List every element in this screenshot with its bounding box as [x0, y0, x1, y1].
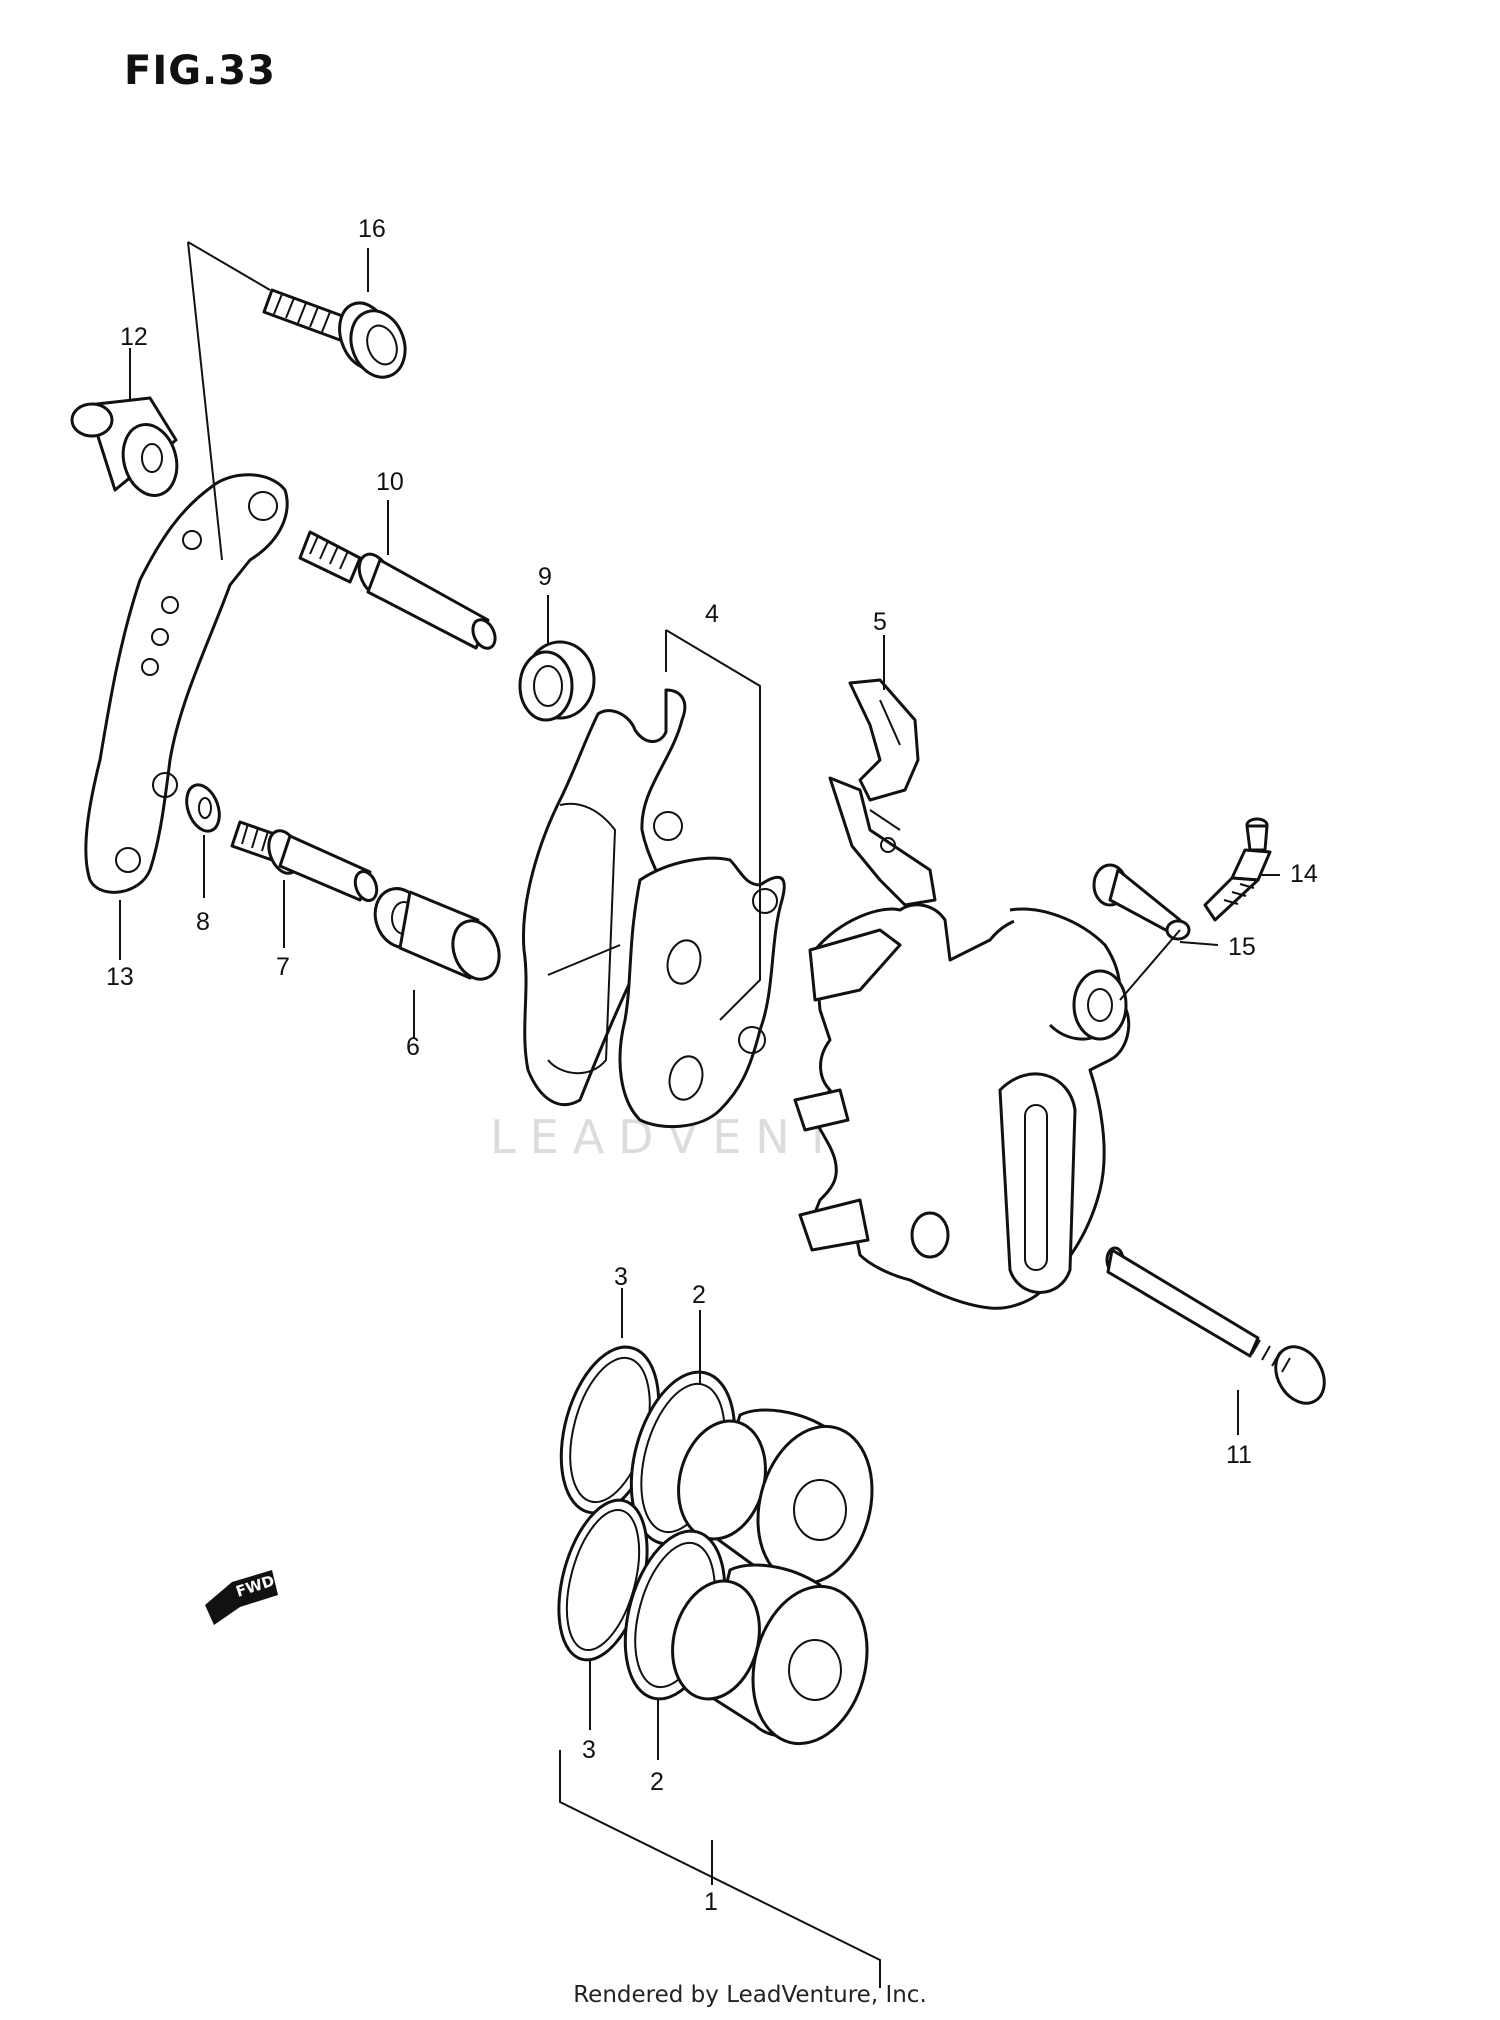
- footer-credit: Rendered by LeadVenture, Inc.: [573, 1982, 927, 2008]
- callout-3-lower: 3: [582, 1736, 596, 1764]
- part-10-slide-pin: [298, 530, 497, 650]
- part-8-washer: [185, 783, 221, 833]
- callout-4: 4: [705, 600, 719, 628]
- callout-15: 15: [1228, 933, 1256, 961]
- callout-12: 11: [1226, 1441, 1252, 1469]
- part-4-brake-pads: [521, 688, 786, 1129]
- part-16-bolt: [262, 288, 407, 379]
- callout-7: 7: [276, 953, 290, 981]
- callout-9: 9: [538, 563, 552, 591]
- callout-13: 13: [106, 963, 134, 991]
- part-15-cap: [1092, 863, 1191, 941]
- callout-5: 5: [873, 608, 887, 636]
- callout-2-upper: 2: [692, 1281, 706, 1309]
- callout-16: 16: [358, 215, 386, 243]
- part-5-pad-spring: [828, 678, 937, 907]
- part-11-bushing: [70, 396, 179, 497]
- callout-8: 8: [196, 908, 210, 936]
- piston-upper: [677, 1408, 874, 1586]
- part-6-pin-boot: [373, 887, 501, 981]
- part-14-bleeder: [1203, 817, 1272, 922]
- leader-lines: [119, 241, 1280, 1988]
- callout-2-lower: 2: [650, 1768, 664, 1796]
- callout-14: 14: [1290, 860, 1318, 888]
- callout-11: 12: [120, 323, 148, 351]
- callout-labels: 16 12 10 9 4 5 14 15 8 7 13 6 3 2 11 3 2…: [106, 215, 1318, 1916]
- forward-arrow-icon: FWD: [205, 1570, 278, 1625]
- callout-10: 10: [376, 468, 404, 496]
- part-13-bracket: [84, 473, 289, 894]
- part-12-pin-bolt: [1105, 1246, 1326, 1405]
- piston-lower: [671, 1563, 869, 1746]
- part-7-slide-pin: [230, 820, 379, 903]
- figure-title: FIG.33: [124, 48, 276, 94]
- callout-6: 6: [406, 1033, 420, 1061]
- part-9-boot: [518, 640, 596, 722]
- callout-1: 1: [704, 1888, 718, 1916]
- callout-3-upper: 3: [614, 1263, 628, 1291]
- caliper-body: [793, 903, 1131, 1310]
